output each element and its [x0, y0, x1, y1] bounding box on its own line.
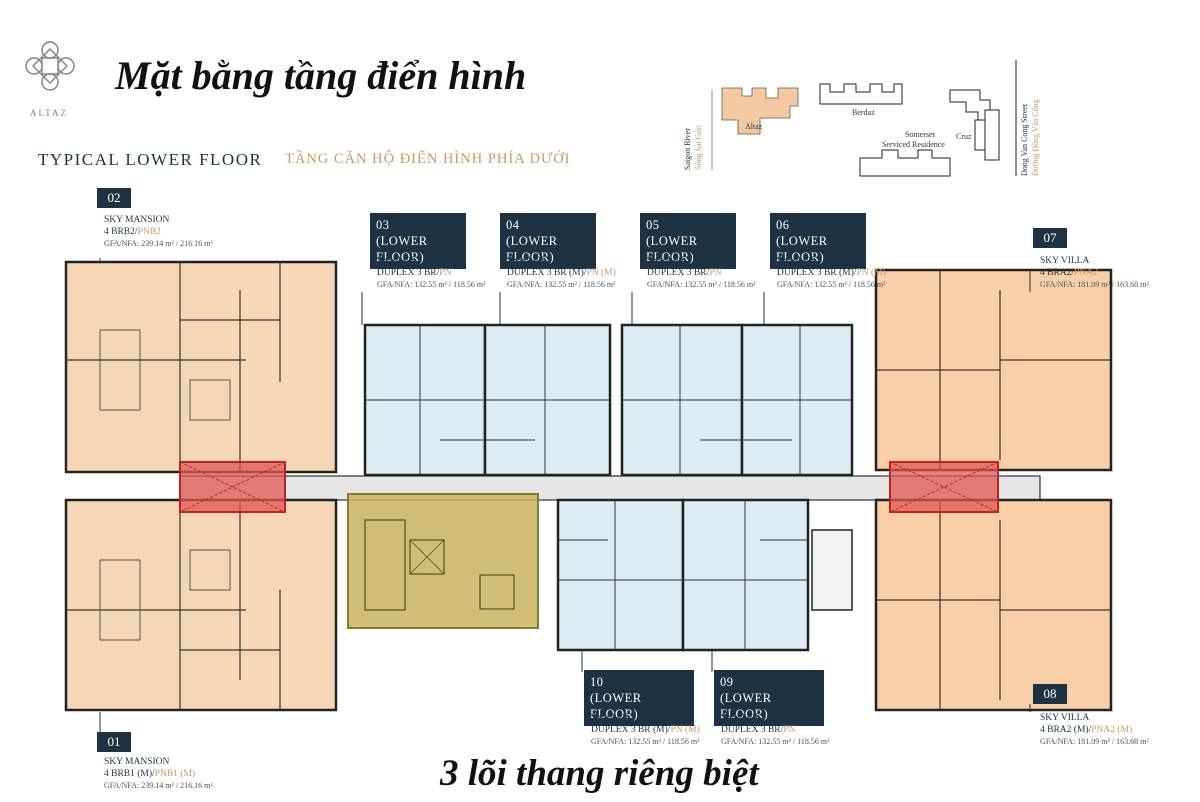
unit-02-area: GFA/NFA: 239.14 m² / 216.16 m²	[104, 239, 213, 248]
subtitle-vietnamese: TẦNG CĂN HỘ ĐIỂN HÌNH PHÍA DƯỚI	[285, 151, 571, 167]
unit-02-info: SKY MANSION 4 BRB2/PNB2 GFA/NFA: 239.14 …	[104, 214, 213, 250]
unit-01-plan	[64, 498, 338, 712]
unit-05-area: GFA/NFA: 132.55 m² / 118.56 m²	[647, 280, 756, 289]
unit-06-info: SKY LOFT DUPLEX 3 BR (M)/PN (M) GFA/NFA:…	[777, 255, 886, 291]
unit-04-badge: 04 (LOWER FLOOR)	[500, 213, 596, 269]
unit-04-area: GFA/NFA: 132.55 m² / 118.56 m²	[507, 280, 616, 289]
page-title: Mặt bằng tầng điển hình	[115, 53, 527, 98]
logo-text: ALTAZ	[30, 108, 68, 118]
unit-05-type: DUPLEX 3 BR/PN	[647, 268, 722, 278]
unit-09-name: SKY LOFT	[721, 713, 766, 723]
keyplan-label-somerset: Somerset	[905, 130, 935, 139]
unit-04-type: DUPLEX 3 BR (M)/PN (M)	[507, 268, 616, 278]
unit-07-name: SKY VILLA	[1040, 256, 1090, 266]
key-plan	[711, 60, 1017, 177]
unit-09-number: 09	[720, 675, 734, 689]
unit-10-plan	[556, 498, 685, 652]
right-elevator-core	[889, 461, 999, 513]
unit-02-plan	[64, 260, 338, 474]
unit-03-badge: 03 (LOWER FLOOR)	[370, 213, 466, 269]
unit-09-floor: (LOWER FLOOR)	[720, 691, 772, 721]
unit-03-type: DUPLEX 3 BR/PN	[377, 268, 452, 278]
unit-08-number: 08	[1033, 684, 1067, 704]
unit-07-type: 4 BRA2/PNA2	[1040, 268, 1098, 278]
unit-02-type: 4 BRB2/PNB2	[104, 227, 161, 237]
central-elevator-core	[347, 493, 539, 629]
unit-09-plan	[681, 498, 810, 652]
unit-06-name: SKY LOFT	[777, 256, 822, 266]
keyplan-label-cruz: Cruz	[956, 132, 972, 141]
unit-09-type: DUPLEX 3 BR/PN	[721, 725, 796, 735]
unit-10-floor: (LOWER FLOOR)	[590, 691, 642, 721]
unit-07-plan	[874, 268, 1113, 472]
unit-06-number: 06	[776, 218, 790, 232]
keyplan-label-somerset-residence: Serviced Residence	[882, 140, 945, 149]
unit-01-type: 4 BRB1 (M)/PNB1 (M)	[104, 769, 196, 779]
unit-02-number: 02	[97, 188, 131, 208]
unit-02-name: SKY MANSION	[104, 215, 170, 225]
unit-08-type: 4 BRA2 (M)/PNA2 (M)	[1040, 725, 1133, 735]
altaz-logo-icon	[25, 41, 75, 91]
unit-05-name: SKY LOFT	[647, 256, 692, 266]
keyplan-label-river: Saigon River	[683, 128, 692, 170]
keyplan-label-street-vi: Đường Đồng Văn Cống	[1031, 99, 1040, 176]
unit-01-name: SKY MANSION	[104, 757, 170, 767]
unit-06-floor: (LOWER FLOOR)	[776, 234, 828, 264]
unit-05-plan	[620, 323, 744, 477]
stair-tower	[811, 529, 853, 611]
unit-03-floor: (LOWER FLOOR)	[376, 234, 428, 264]
left-elevator-core	[179, 461, 286, 513]
unit-05-info: SKY LOFT DUPLEX 3 BR/PN GFA/NFA: 132.55 …	[647, 255, 755, 291]
keyplan-label-altaz: Altaz	[745, 122, 763, 131]
unit-08-plan	[874, 498, 1113, 712]
unit-07-number: 07	[1033, 228, 1067, 248]
unit-01-area: GFA/NFA: 239.14 m² / 216.16 m²	[104, 781, 213, 790]
unit-10-name: SKY LOFT	[591, 713, 636, 723]
unit-09-badge: 09 (LOWER FLOOR)	[714, 670, 824, 726]
unit-10-number: 10	[590, 675, 604, 689]
unit-04-number: 04	[506, 218, 520, 232]
unit-08-area: GFA/NFA: 181.09 m² / 163.68 m²	[1040, 737, 1149, 746]
subtitle-english: TYPICAL LOWER FLOOR	[38, 150, 263, 169]
unit-09-info: SKY LOFT DUPLEX 3 BR/PN GFA/NFA: 132.55 …	[721, 712, 829, 748]
unit-10-type: DUPLEX 3 BR (M)/PN (M)	[591, 725, 700, 735]
unit-04-name: SKY LOFT	[507, 256, 552, 266]
unit-09-area: GFA/NFA: 132.55 m² / 118.56 m²	[721, 737, 830, 746]
keyplan-label-berdaz: Berdaz	[852, 108, 875, 117]
unit-04-plan	[483, 323, 612, 477]
unit-06-badge: 06 (LOWER FLOOR)	[770, 213, 866, 269]
unit-05-badge: 05 (LOWER FLOOR)	[640, 213, 736, 269]
keyplan-label-street: Dong Van Cong Street	[1020, 103, 1029, 176]
unit-10-badge: 10 (LOWER FLOOR)	[584, 670, 694, 726]
unit-03-plan	[363, 323, 487, 477]
unit-07-info: SKY VILLA 4 BRA2/PNA2 GFA/NFA: 181.09 m²…	[1040, 255, 1149, 291]
unit-03-name: SKY LOFT	[377, 256, 422, 266]
unit-01-info: SKY MANSION 4 BRB1 (M)/PNB1 (M) GFA/NFA:…	[104, 756, 213, 792]
unit-06-area: GFA/NFA: 132.55 m² / 118.56 m²	[777, 280, 886, 289]
unit-03-area: GFA/NFA: 132.55 m² / 118.56 m²	[377, 280, 486, 289]
unit-03-number: 03	[376, 218, 390, 232]
unit-04-info: SKY LOFT DUPLEX 3 BR (M)/PN (M) GFA/NFA:…	[507, 255, 616, 291]
unit-03-info: SKY LOFT DUPLEX 3 BR/PN GFA/NFA: 132.55 …	[377, 255, 485, 291]
unit-05-floor: (LOWER FLOOR)	[646, 234, 698, 264]
unit-04-floor: (LOWER FLOOR)	[506, 234, 558, 264]
unit-07-area: GFA/NFA: 181.09 m² / 163.68 m²	[1040, 280, 1149, 289]
unit-10-area: GFA/NFA: 132.55 m² / 118.56 m²	[591, 737, 700, 746]
unit-06-type: DUPLEX 3 BR (M)/PN (M)	[777, 268, 886, 278]
unit-06-plan	[740, 323, 854, 477]
bottom-caption: 3 lõi thang riêng biệt	[440, 753, 759, 794]
keyplan-label-river-vi: Sông Sài Gòn	[694, 125, 703, 170]
unit-10-info: SKY LOFT DUPLEX 3 BR (M)/PN (M) GFA/NFA:…	[591, 712, 700, 748]
unit-08-name: SKY VILLA	[1040, 713, 1090, 723]
unit-08-info: SKY VILLA 4 BRA2 (M)/PNA2 (M) GFA/NFA: 1…	[1040, 712, 1149, 748]
unit-05-number: 05	[646, 218, 660, 232]
unit-01-number: 01	[97, 732, 131, 752]
